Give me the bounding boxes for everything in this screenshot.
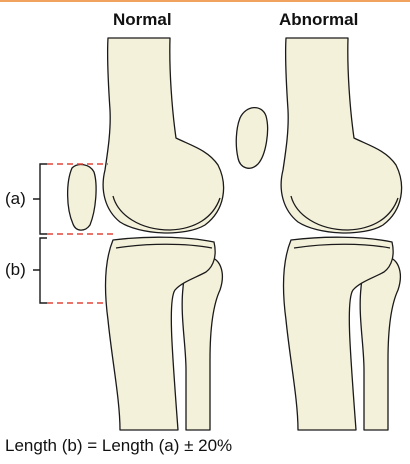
abnormal-fibula <box>360 257 400 430</box>
normal-patella <box>68 165 96 231</box>
normal-femur <box>103 38 223 233</box>
normal-fibula <box>182 257 222 430</box>
bracket-b <box>33 238 47 303</box>
caption: Length (b) = Length (a) ± 20% <box>5 436 232 456</box>
abnormal-patella <box>236 108 267 169</box>
abnormal-femur <box>281 38 401 233</box>
label-a: (a) <box>5 189 26 209</box>
bracket-a <box>33 164 47 234</box>
label-b: (b) <box>5 260 26 280</box>
